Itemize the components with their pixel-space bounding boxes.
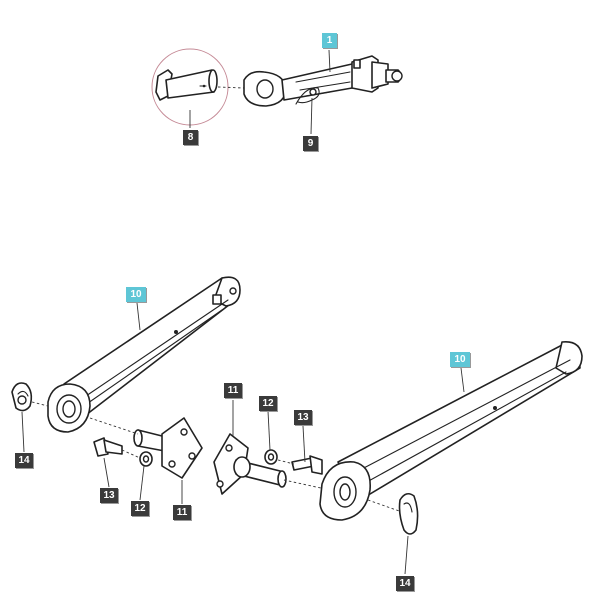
callout-8: 8 bbox=[183, 130, 198, 145]
lower-arm-10-left bbox=[47, 276, 241, 433]
callout-13-left: 13 bbox=[100, 488, 118, 503]
lynch-pin-14-left bbox=[11, 382, 33, 412]
bolt-13-right bbox=[291, 455, 323, 475]
leader-lines bbox=[21, 49, 465, 575]
callout-11-right: 11 bbox=[224, 383, 242, 398]
callout-10-right: 10 bbox=[450, 352, 470, 367]
callout-12-right: 12 bbox=[259, 396, 277, 411]
lynch-pin-9 bbox=[295, 87, 331, 105]
callout-14-right: 14 bbox=[396, 576, 414, 591]
washer-12-right bbox=[264, 449, 278, 465]
bolt-13-left bbox=[93, 437, 123, 457]
callout-11-left: 11 bbox=[173, 505, 191, 520]
top-link-1 bbox=[243, 55, 403, 107]
callout-1: 1 bbox=[322, 33, 337, 48]
bracket-pin-11-left bbox=[133, 417, 203, 479]
bracket-pin-11-right bbox=[213, 433, 287, 495]
callout-13-right: 13 bbox=[294, 410, 312, 425]
callout-10-left: 10 bbox=[126, 287, 146, 302]
lower-arm-10-right bbox=[319, 340, 583, 521]
washer-12-left bbox=[139, 451, 153, 467]
callout-9: 9 bbox=[303, 136, 318, 151]
lynch-pin-14-right bbox=[398, 492, 419, 535]
callout-14-left: 14 bbox=[15, 453, 33, 468]
callout-12-left: 12 bbox=[131, 501, 149, 516]
